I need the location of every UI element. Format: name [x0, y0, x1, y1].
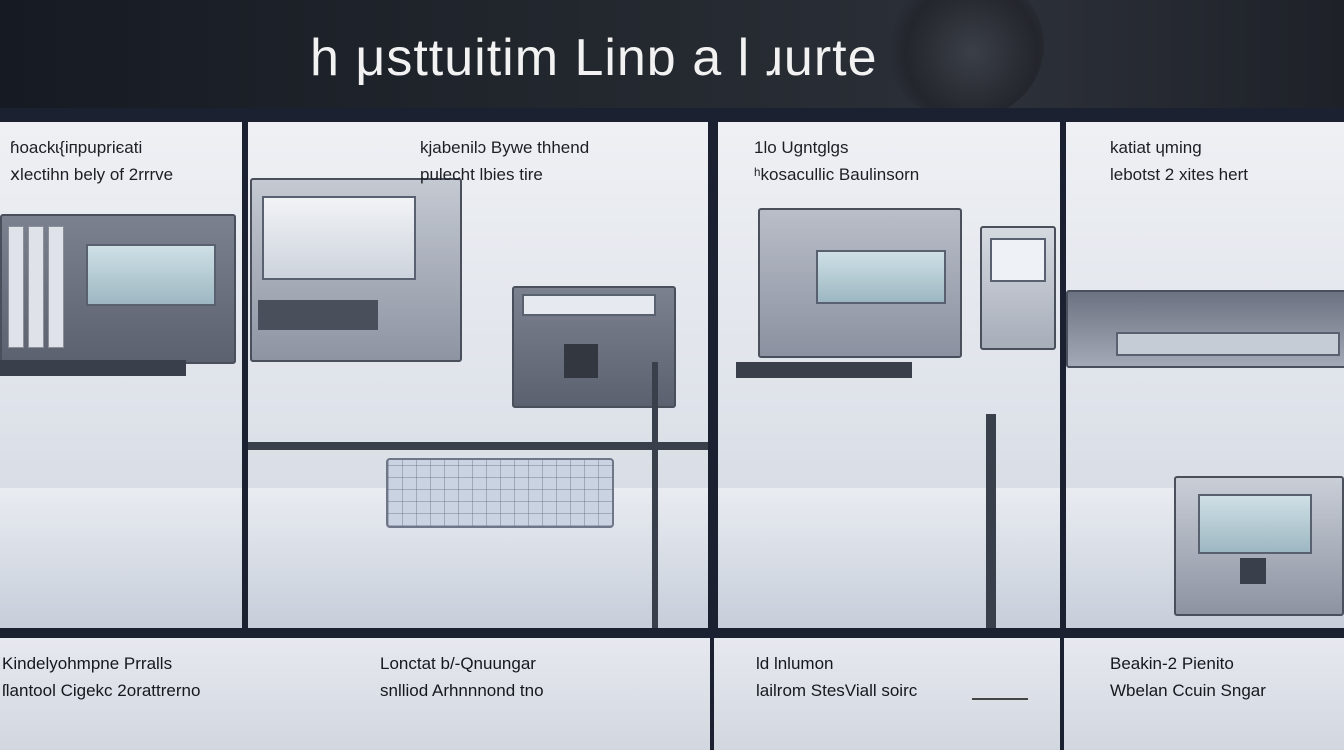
monitor-screen [1198, 494, 1312, 554]
footer-divider [710, 638, 714, 750]
caption-line: ɦoackɩ{iпpupriєati [10, 138, 143, 157]
panel-2: kjabenilɔ Bywe thhend pulecht lbies tire [248, 122, 708, 628]
footer-line: lailrom StesViall soirc [756, 681, 918, 700]
machine-slot [564, 344, 598, 378]
floor [0, 488, 242, 628]
footer-captions: Kindelyohmpne Prralls ſlantool Cigekc 2o… [0, 638, 1344, 750]
monitor-screen [1116, 332, 1340, 356]
footer-line: Beakin-2 Pienito [1110, 654, 1234, 673]
footer-line: snlliod Arhnnnond tno [380, 681, 544, 700]
machine-base [736, 362, 912, 378]
caption-line: ⅹlectihn bely of 2rrrve [10, 165, 174, 184]
machine-slot [1240, 558, 1266, 584]
caption-line: lebotst 2 xites hert [1110, 165, 1248, 184]
machine-illustration [758, 208, 962, 358]
desk-edge [248, 442, 708, 450]
footer-column: Beakin-2 Pienito Wbelan Ccuin Sngar [1066, 638, 1344, 750]
caption-line: 1lo Ugntglgs [754, 138, 849, 157]
support-pole [986, 414, 996, 628]
underline-mark [972, 698, 1028, 700]
floor [718, 488, 1060, 628]
panel-3: 1lo Ugntglgs ʰkosacullic Baulinsorn [718, 122, 1060, 628]
machine-illustration [1066, 290, 1344, 368]
support-pole [652, 362, 658, 628]
header-decoration [884, 0, 1044, 108]
footer-line: Kindelyohmpne Prralls [2, 654, 173, 673]
monitor-screen [990, 238, 1046, 282]
machine-illustration [0, 214, 236, 364]
panel-1: ɦoackɩ{iпpupriєati ⅹlectihn bely of 2rrr… [0, 122, 242, 628]
monitor-screen [262, 196, 416, 280]
footer-divider [1060, 638, 1064, 750]
panel-4: katiat ɥming lebotst 2 xites hert [1066, 122, 1344, 628]
machine-slot [28, 226, 44, 348]
page-title: h μsttuitim Linɒ a l ɹurte [310, 29, 878, 87]
caption-line: ʰkosacullic Baulinsorn [754, 165, 920, 184]
machine-base [0, 360, 186, 376]
machine-illustration [250, 178, 462, 362]
keyboard-illustration [386, 458, 614, 528]
footer-column: ld lnlumon lailrom StesViall soirc [718, 638, 1060, 750]
machine-illustration [512, 286, 676, 408]
caption-line: katiat ɥming [1110, 138, 1202, 157]
machine-slot [48, 226, 64, 348]
panel-caption: kjabenilɔ Bywe thhend pulecht lbies tire [420, 134, 700, 188]
caption-line: kjabenilɔ Bywe thhend [420, 138, 590, 157]
footer-column: Lonctat b/-Qnuungar snlliod Arhnnnond tn… [248, 638, 708, 750]
machine-tray [258, 300, 378, 330]
footer-line: ld lnlumon [756, 654, 834, 673]
footer-line: ſlantool Cigekc 2orattrerno [2, 681, 201, 700]
monitor-screen [86, 244, 216, 306]
footer-column: Kindelyohmpne Prralls ſlantool Cigekc 2o… [0, 638, 242, 750]
header-banner: h μsttuitim Linɒ a l ɹurte [0, 0, 1344, 108]
panel-caption: 1lo Ugntglgs ʰkosacullic Baulinsorn [754, 134, 1052, 188]
caption-line: pulecht lbies tire [420, 165, 543, 184]
footer-line: Lonctat b/-Qnuungar [380, 654, 536, 673]
monitor-screen [522, 294, 656, 316]
monitor-illustration [1174, 476, 1344, 616]
footer-line: Wbelan Ccuin Sngar [1110, 681, 1266, 700]
panel-caption: katiat ɥming lebotst 2 xites hert [1110, 134, 1336, 188]
panel-caption: ɦoackɩ{iпpupriєati ⅹlectihn bely of 2rrr… [10, 134, 234, 188]
machine-slot [8, 226, 24, 348]
monitor-screen [816, 250, 946, 304]
monitor-illustration [980, 226, 1056, 350]
